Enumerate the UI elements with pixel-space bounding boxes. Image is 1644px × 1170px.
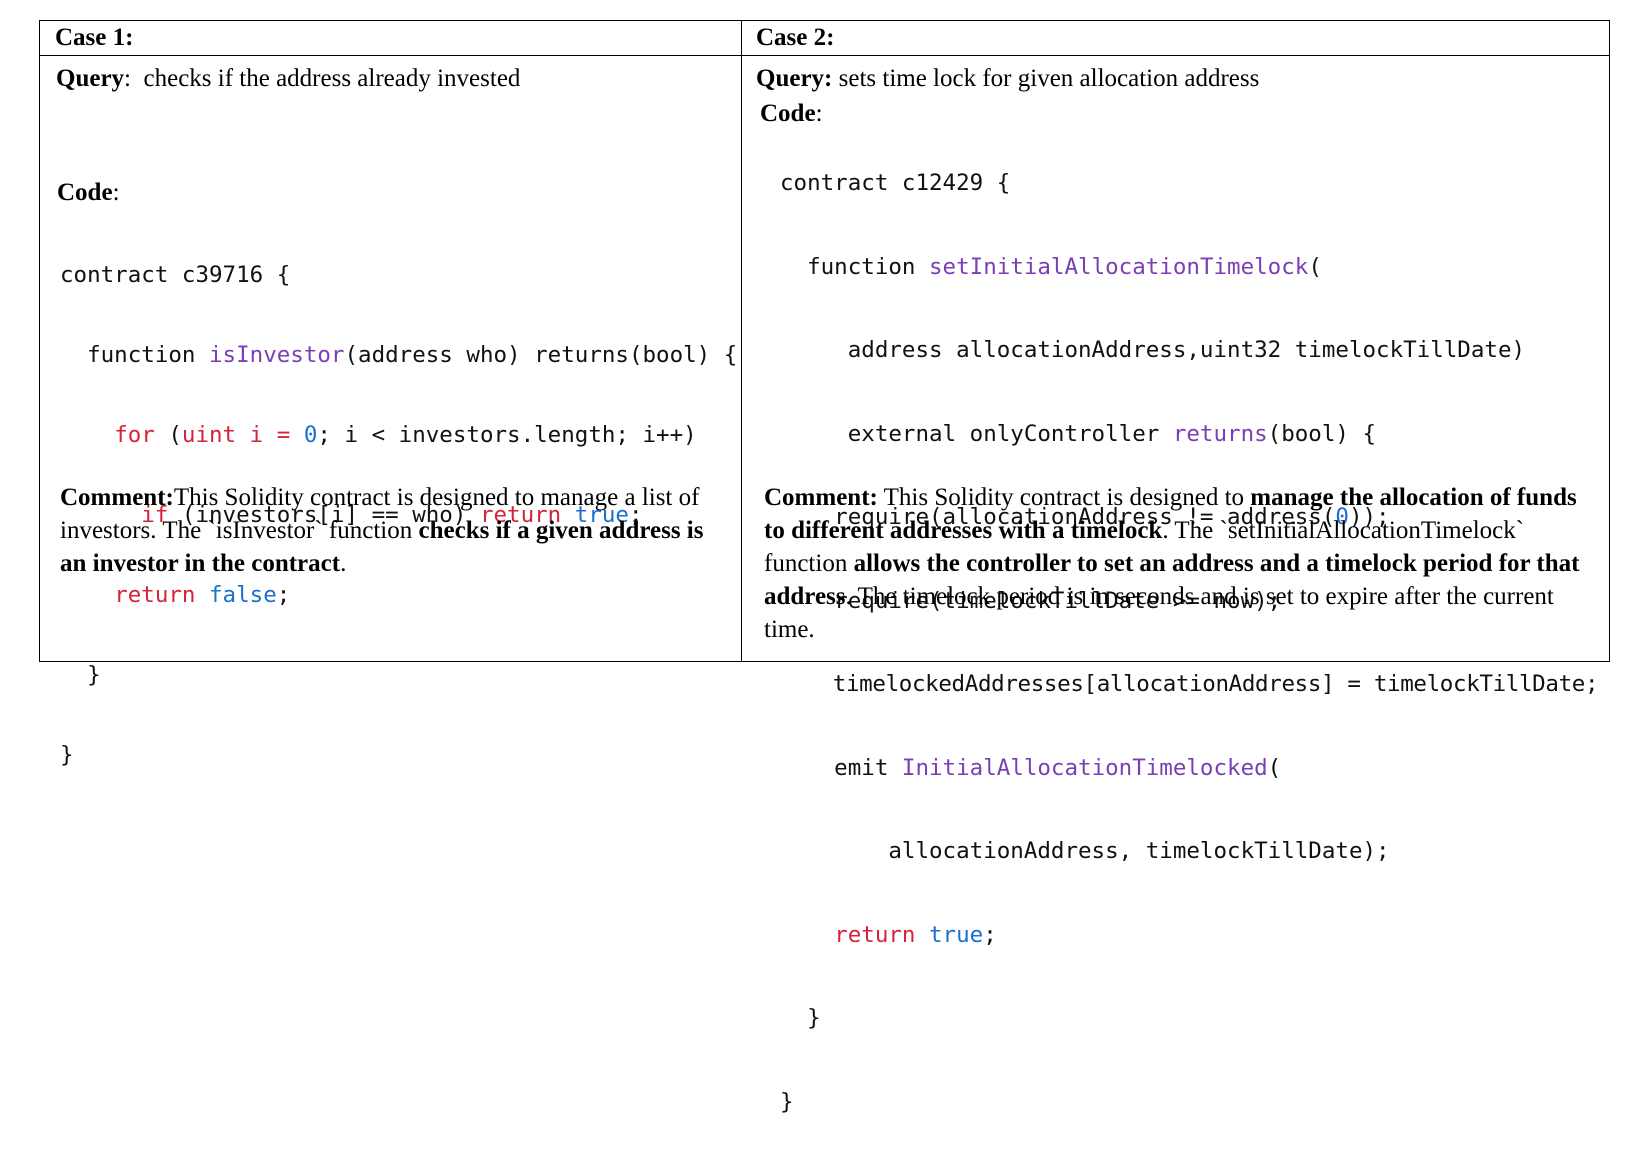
code-line: allocationAddress, timelockTillDate); — [780, 838, 1390, 864]
code-line: timelockedAddresses[allocationAddress] =… — [780, 671, 1599, 697]
case1-code-label: Code: — [57, 179, 120, 206]
case1-query: Query: checks if the address already inv… — [56, 65, 520, 93]
code-line: emit InitialAllocationTimelocked( — [780, 754, 1282, 781]
code-line: contract c39716 { — [60, 262, 291, 288]
code-line: function setInitialAllocationTimelock( — [780, 253, 1322, 280]
case2-code-label: Code: — [760, 100, 823, 127]
code-line: external onlyController returns(bool) { — [780, 420, 1377, 447]
case2-query-text: sets time lock for given allocation addr… — [832, 65, 1260, 92]
case1-query-label: Query — [56, 65, 125, 92]
code-line: for (uint i = 0; i < investors.length; i… — [114, 422, 697, 448]
code-line: } — [780, 1005, 821, 1031]
case1-query-text: checks if the address already invested — [131, 65, 521, 92]
code-line: if (investors[i] == who) return true; — [141, 502, 643, 528]
code-line: } — [60, 742, 74, 768]
code-line: return true; — [834, 921, 997, 948]
case1-code-block: contract c39716 { function isInvestor(ad… — [60, 209, 737, 821]
comparison-table: Case 1: Case 2: Query: checks if the add… — [39, 20, 1610, 1115]
case2-header: Case 2: — [756, 24, 835, 51]
case1-query-sep: : — [124, 65, 131, 92]
case2-query-label: Query: — [756, 65, 833, 92]
case2-query: Query: sets time lock for given allocati… — [756, 65, 1259, 93]
case2-comment: Comment: This Solidity contract is desig… — [764, 484, 1580, 643]
header-divider — [40, 55, 1609, 56]
code-line: contract c12429 { — [780, 170, 1011, 196]
code-line: function isInvestor(address who) returns… — [60, 342, 738, 368]
code-line: address allocationAddress,uint32 timeloc… — [780, 337, 1526, 363]
code-line: require(allocationAddress != address(0))… — [780, 504, 1390, 530]
code-line: } — [780, 1088, 794, 1115]
code-line: require(timelockTillDate >= now); — [780, 587, 1282, 614]
case1-header: Case 1: — [55, 24, 134, 51]
column-divider — [741, 21, 742, 661]
code-line: return false; — [114, 582, 291, 608]
case1-comment: Comment:This Solidity contract is design… — [60, 484, 704, 577]
code-line: } — [60, 662, 101, 688]
